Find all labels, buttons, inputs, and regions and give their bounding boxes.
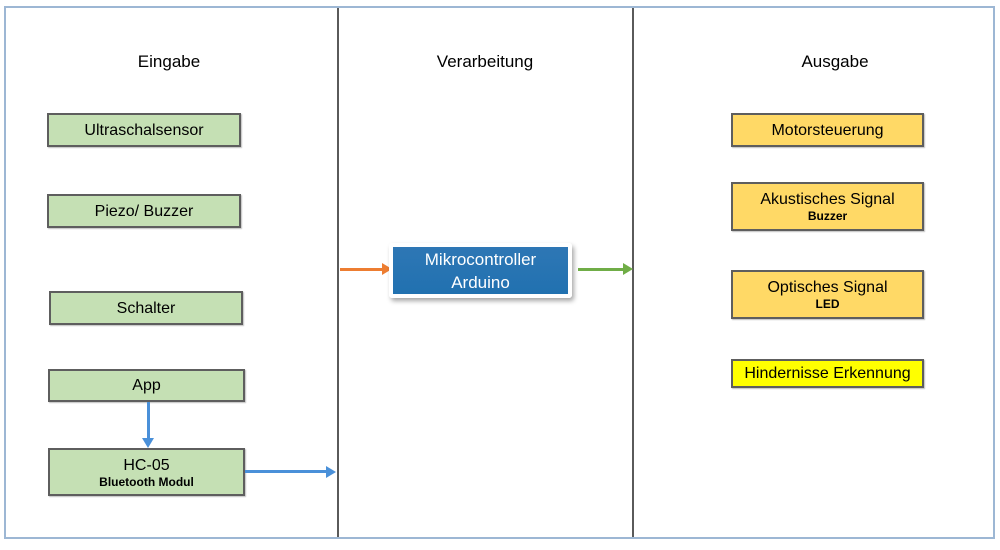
connector-line bbox=[340, 268, 384, 271]
node-label: Hindernisse Erkennung bbox=[744, 365, 911, 382]
node-label: Optisches Signal bbox=[767, 279, 888, 296]
connector-line bbox=[147, 402, 150, 440]
node-sublabel: Buzzer bbox=[807, 209, 848, 223]
connector-arrowhead bbox=[382, 263, 392, 275]
node-sublabel: Bluetooth Modul bbox=[99, 474, 194, 489]
column-title-verarbeitung: Verarbeitung bbox=[436, 52, 534, 71]
node-ultraschalsensor[interactable]: Ultraschalsensor bbox=[47, 113, 241, 147]
connector-arrowhead bbox=[326, 466, 336, 478]
node-label: Ultraschalsensor bbox=[84, 121, 204, 139]
column-divider-2 bbox=[632, 8, 634, 537]
column-title-eingabe: Eingabe bbox=[137, 52, 201, 71]
node-label-line2: Arduino bbox=[451, 272, 510, 292]
node-label-line1: Mikrocontroller bbox=[424, 249, 537, 269]
column-title-ausgabe: Ausgabe bbox=[801, 52, 869, 71]
connector-arrowhead bbox=[142, 438, 154, 448]
node-sublabel: LED bbox=[815, 297, 840, 311]
node-optisches-signal[interactable]: Optisches Signal LED bbox=[731, 270, 924, 319]
node-label: Schalter bbox=[116, 299, 176, 317]
node-mikrocontroller-arduino[interactable]: Mikrocontroller Arduino bbox=[389, 243, 572, 298]
node-label: HC-05 bbox=[123, 456, 170, 474]
node-label: Motorsteuerung bbox=[771, 121, 884, 139]
connector-line bbox=[578, 268, 626, 271]
node-label: App bbox=[132, 377, 161, 394]
node-app[interactable]: App bbox=[48, 369, 245, 402]
node-hindernisse-erkennung[interactable]: Hindernisse Erkennung bbox=[731, 359, 924, 388]
node-hc05[interactable]: HC-05 Bluetooth Modul bbox=[48, 448, 245, 496]
column-divider-1 bbox=[337, 8, 339, 537]
node-motorsteuerung[interactable]: Motorsteuerung bbox=[731, 113, 924, 147]
node-label: Akustisches Signal bbox=[760, 191, 895, 208]
connector-arrowhead bbox=[623, 263, 633, 275]
node-akustisches-signal[interactable]: Akustisches Signal Buzzer bbox=[731, 182, 924, 231]
node-schalter[interactable]: Schalter bbox=[49, 291, 243, 325]
node-label: Piezo/ Buzzer bbox=[94, 202, 194, 220]
connector-line bbox=[245, 470, 328, 473]
node-piezo-buzzer[interactable]: Piezo/ Buzzer bbox=[47, 194, 241, 228]
